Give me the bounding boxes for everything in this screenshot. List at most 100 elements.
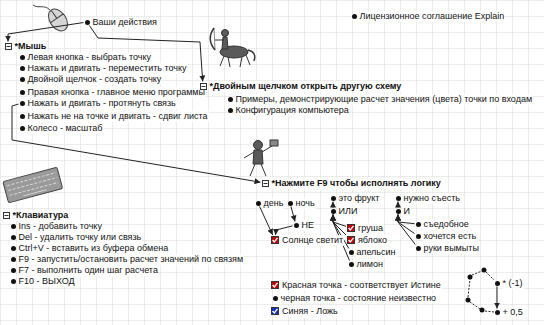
point-dot: [416, 234, 421, 239]
point-node: Del - удалить точку или связь: [11, 232, 143, 243]
collapse-graphic: [3, 212, 10, 219]
node-label: Ваши действия: [92, 17, 158, 28]
point-dot: [11, 224, 16, 229]
ring-points: [466, 268, 487, 313]
point-node: * (-1): [495, 278, 524, 289]
checkbox-graphic: [347, 236, 355, 244]
link-arrow: [497, 287, 498, 309]
node-label: ИЛИ: [338, 206, 359, 217]
point-node: F9 - запустить/остановить расчет значени…: [11, 254, 245, 265]
point-dot: [416, 222, 421, 227]
centaur-icon: [210, 28, 255, 67]
feedback-ring: [468, 271, 494, 312]
point-dot: [256, 201, 261, 206]
point-node: ИЛИ: [331, 206, 359, 217]
mouse-icon: [33, 5, 71, 34]
collapse-marker: [200, 83, 207, 90]
node-label: лимон: [356, 259, 384, 270]
checkbox-graphic: [271, 236, 279, 244]
point-node: Нажать и двигать - переместить точку: [20, 63, 188, 74]
point-node: Левая кнопка - выбрать точку: [20, 52, 152, 63]
point-dot: [416, 246, 421, 251]
node-label: ночь: [295, 198, 316, 209]
legend-swatch: [273, 296, 278, 301]
node-label: * (-1): [502, 278, 524, 289]
node-label: Лицензионное соглашение Explain: [359, 11, 506, 22]
node-label: Левая кнопка - выбрать точку: [27, 52, 152, 63]
node-label: *Нажмите F9 чтобы исполнять логику: [271, 178, 442, 189]
node-label: груша: [357, 223, 384, 234]
legend-row: Красная точка - соответствует Истине: [271, 280, 442, 291]
point-node: + 0,5: [495, 307, 524, 318]
point-dot: [20, 126, 25, 131]
point-node: день: [256, 198, 285, 209]
checkbox-mark: [271, 236, 279, 244]
node-label: Ins - добавить точку: [18, 221, 103, 232]
point-dot: [20, 114, 25, 119]
point-dot: [352, 14, 357, 19]
checkbox-node: Солнце светит: [271, 235, 344, 246]
node-label: это фрукт: [338, 193, 381, 204]
node-label: Двойной щелчок - создать точку: [27, 74, 163, 85]
node-label: Del - удалить точку или связь: [18, 232, 143, 243]
node-label: F7 - выполнить один шаг расчета: [18, 265, 159, 276]
legend-row: черная точка - состояние неизвестно: [273, 293, 438, 304]
node-label: F9 - запустить/остановить расчет значени…: [18, 254, 245, 265]
link-arrow: [260, 207, 273, 236]
point-dot: [85, 20, 90, 25]
point-node: лимон: [349, 259, 384, 270]
node-label: *Клавиатура: [12, 210, 70, 221]
link-arrow: [398, 215, 415, 245]
point-node: нужно съесть: [396, 193, 462, 204]
point-node: Нажать не на точке и двигать - сдвиг лис…: [20, 111, 209, 122]
point-dot: [495, 310, 500, 315]
node-label: апельсин: [356, 247, 397, 258]
point-dot: [228, 108, 233, 113]
point-dot: [294, 223, 299, 228]
checkbox-node: яблоко: [347, 235, 388, 246]
legend-swatch: [271, 281, 279, 289]
link-arrow: [398, 215, 415, 234]
point-dot: [396, 196, 401, 201]
group-heading: *Нажмите F9 чтобы исполнять логику: [262, 178, 442, 189]
point-node: Колесо - масштаб: [20, 123, 104, 134]
node-label: Примеры, демонстрирующие расчет значения…: [235, 94, 534, 105]
node-label: нужно съесть: [403, 193, 462, 204]
node-label: Правая кнопка - главное меню программы: [27, 87, 207, 98]
point-dot: [20, 66, 25, 71]
point-dot: [11, 257, 16, 262]
person-icon: [244, 140, 278, 176]
point-node: Двойной щелчок - создать точку: [20, 74, 163, 85]
point-node: Нажать и двигать - протянуть связь: [20, 98, 177, 109]
point-dot: [11, 246, 16, 251]
checkbox-mark: [347, 236, 355, 244]
point-node: ночь: [288, 198, 316, 209]
collapse-marker: [5, 43, 12, 50]
group-heading: *Клавиатура: [3, 210, 70, 221]
point-dot: [495, 281, 500, 286]
point-dot: [20, 55, 25, 60]
node-label: хочется есть: [423, 231, 478, 242]
node-label: Ctrl+V - вставить из буфера обмена: [18, 243, 170, 254]
node-label: яблоко: [357, 235, 388, 246]
point-dot: [20, 77, 25, 82]
point-node: это фрукт: [331, 193, 381, 204]
point-dot: [331, 196, 336, 201]
point-node: F7 - выполнить один шаг расчета: [11, 265, 159, 276]
collapse-marker: [262, 180, 269, 187]
node-label: Колесо - масштаб: [27, 123, 104, 134]
point-node: И: [396, 206, 411, 217]
node-label: Солнце светит: [281, 235, 344, 246]
point-dot: [396, 209, 401, 214]
node-label: И: [403, 206, 411, 217]
link-arrow: [291, 207, 295, 222]
point-node: Ctrl+V - вставить из буфера обмена: [11, 243, 170, 254]
checkbox-mark: [347, 224, 355, 232]
point-dot: [228, 97, 233, 102]
node-label: день: [263, 198, 285, 209]
legend-label: Красная точка - соответствует Истине: [281, 280, 442, 291]
point-dot: [20, 90, 25, 95]
